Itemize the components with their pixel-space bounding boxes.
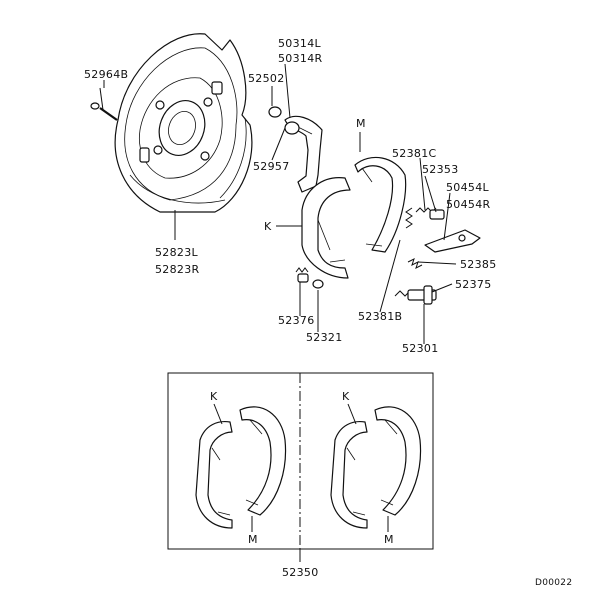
label-52502: 52502 xyxy=(248,72,285,85)
label-k-left: K xyxy=(210,390,218,403)
label-52823r: 52823R xyxy=(155,263,199,276)
kit-box xyxy=(167,372,434,562)
cup-52321 xyxy=(312,279,324,289)
kit-left-shoes xyxy=(195,403,287,532)
label-m-top: M xyxy=(356,117,366,130)
label-50314l: 50314L xyxy=(278,37,321,50)
spring-52385 xyxy=(407,258,423,269)
label-52375: 52375 xyxy=(455,278,492,291)
label-52353: 52353 xyxy=(422,163,459,176)
label-52301: 52301 xyxy=(402,342,439,355)
label-52321: 52321 xyxy=(306,331,343,344)
label-52964b: 52964B xyxy=(84,68,128,81)
shoe-k-top xyxy=(301,177,351,279)
bolt-52964b xyxy=(90,87,118,121)
diagram-reference-code: D00022 xyxy=(535,578,572,588)
label-50454r: 50454R xyxy=(446,198,490,211)
label-52385: 52385 xyxy=(460,258,497,271)
label-52381c: 52381C xyxy=(392,147,436,160)
label-52957: 52957 xyxy=(253,160,290,173)
label-m-right: M xyxy=(384,533,394,546)
label-52381b: 52381B xyxy=(358,310,402,323)
label-50454l: 50454L xyxy=(446,181,489,194)
kit-right-shoes xyxy=(330,403,422,532)
leader-lines xyxy=(103,63,457,344)
label-50314r: 50314R xyxy=(278,52,322,65)
clip-52957 xyxy=(284,121,300,135)
strut-52301 xyxy=(407,285,437,305)
backing-plate xyxy=(114,33,253,213)
label-52350: 52350 xyxy=(282,566,319,579)
label-52376: 52376 xyxy=(278,314,315,327)
adjuster-52353 xyxy=(429,209,445,220)
shoe-m-top xyxy=(354,156,407,253)
label-k-right: K xyxy=(342,390,350,403)
pin-52376 xyxy=(295,267,309,283)
label-52823l: 52823L xyxy=(155,246,198,259)
label-k-top: K xyxy=(264,220,272,233)
label-m-left: M xyxy=(248,533,258,546)
washer-52502 xyxy=(268,106,282,118)
adjuster-lever-50454 xyxy=(424,229,481,253)
